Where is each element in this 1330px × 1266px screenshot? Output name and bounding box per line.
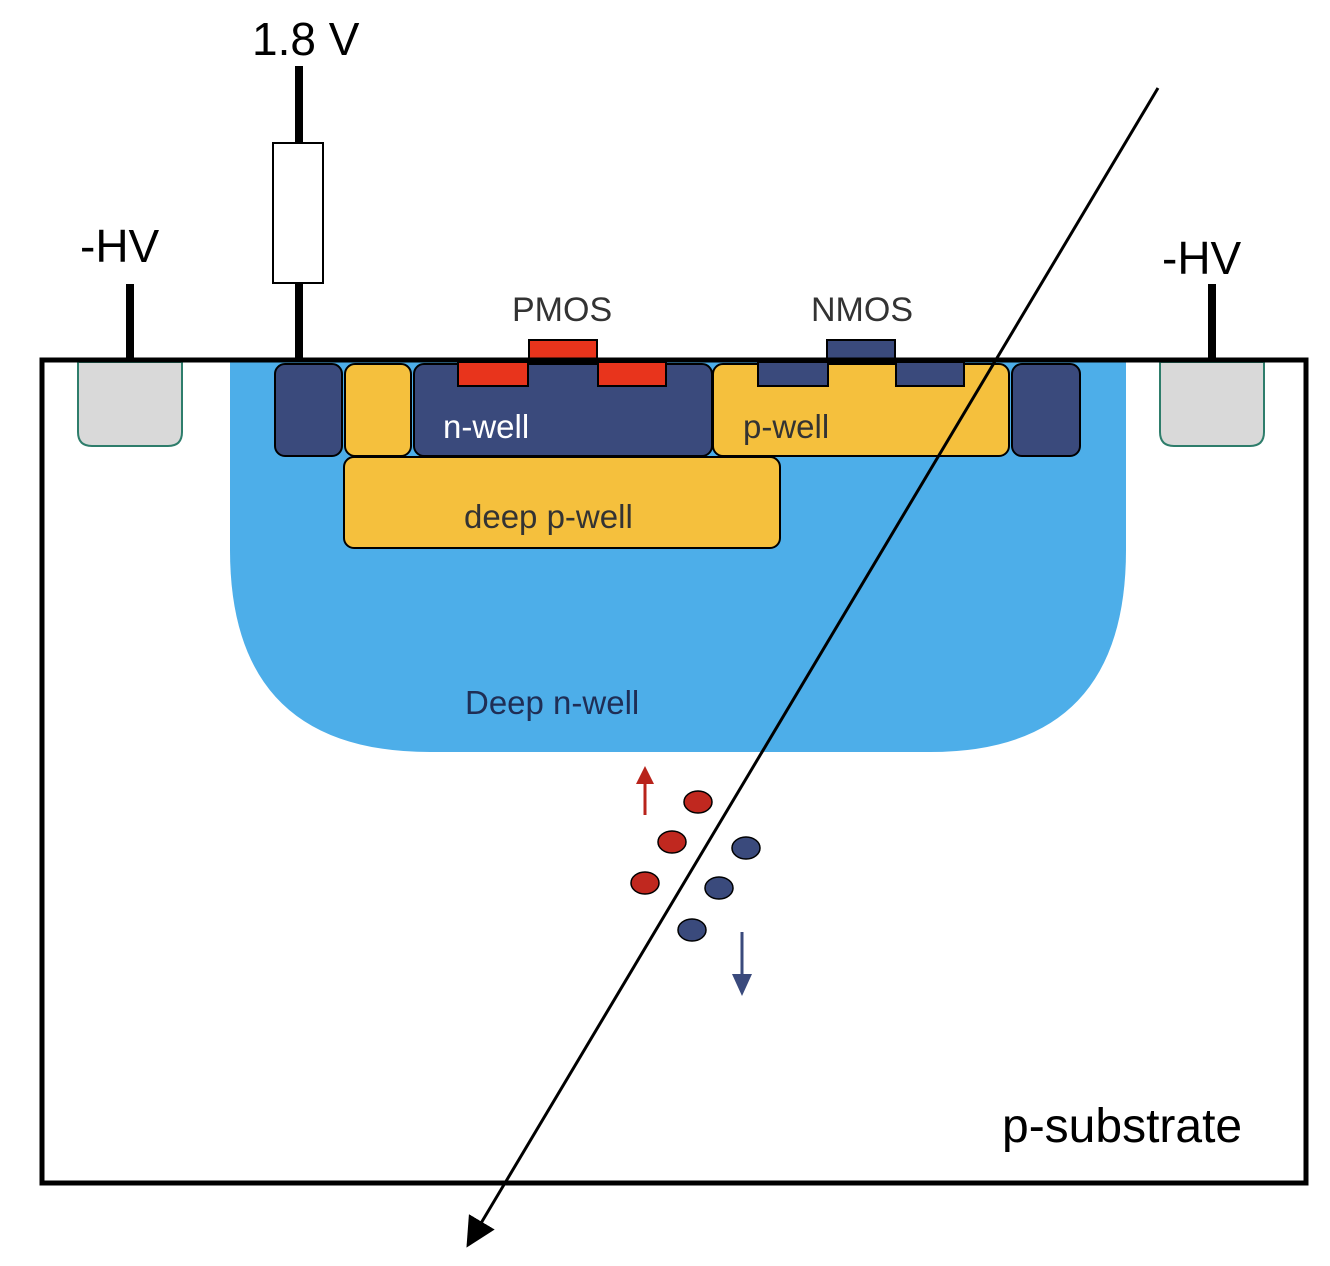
p-well-label: p-well (743, 408, 829, 445)
left-p-guard (344, 363, 412, 457)
electron-charges (677, 836, 761, 942)
deep-p-well-label: deep p-well (464, 498, 633, 535)
supply-voltage-label: 1.8 V (252, 13, 360, 65)
deep-n-well-label: Deep n-well (465, 684, 639, 721)
pmos-source (457, 361, 529, 387)
resistor-symbol (272, 142, 324, 284)
hole-charges (630, 790, 713, 895)
hole-charge (630, 871, 660, 895)
electron-charge (731, 836, 761, 860)
pmos-label: PMOS (512, 291, 612, 329)
left-n-contact (274, 363, 343, 457)
particle-track (466, 87, 1160, 1248)
hv-left-label: -HV (80, 220, 160, 272)
electron-charge (677, 918, 707, 942)
hole-drift-arrow (636, 766, 654, 815)
deep-p-well-region (343, 456, 781, 549)
nmos-source (757, 361, 829, 387)
nmos-label: NMOS (811, 291, 913, 329)
hv-right-label: -HV (1162, 232, 1242, 284)
right-n-contact (1011, 363, 1081, 457)
p-substrate-label: p-substrate (1002, 1100, 1242, 1153)
hv-right-contact (1159, 361, 1265, 447)
electron-drift-arrow (732, 932, 752, 996)
pmos-drain (597, 361, 667, 387)
hole-charge (683, 790, 713, 814)
n-well-label: n-well (443, 408, 529, 445)
hv-left-contact (77, 361, 183, 447)
electron-charge (704, 876, 734, 900)
hole-charge (657, 830, 687, 854)
nmos-drain (895, 361, 965, 387)
